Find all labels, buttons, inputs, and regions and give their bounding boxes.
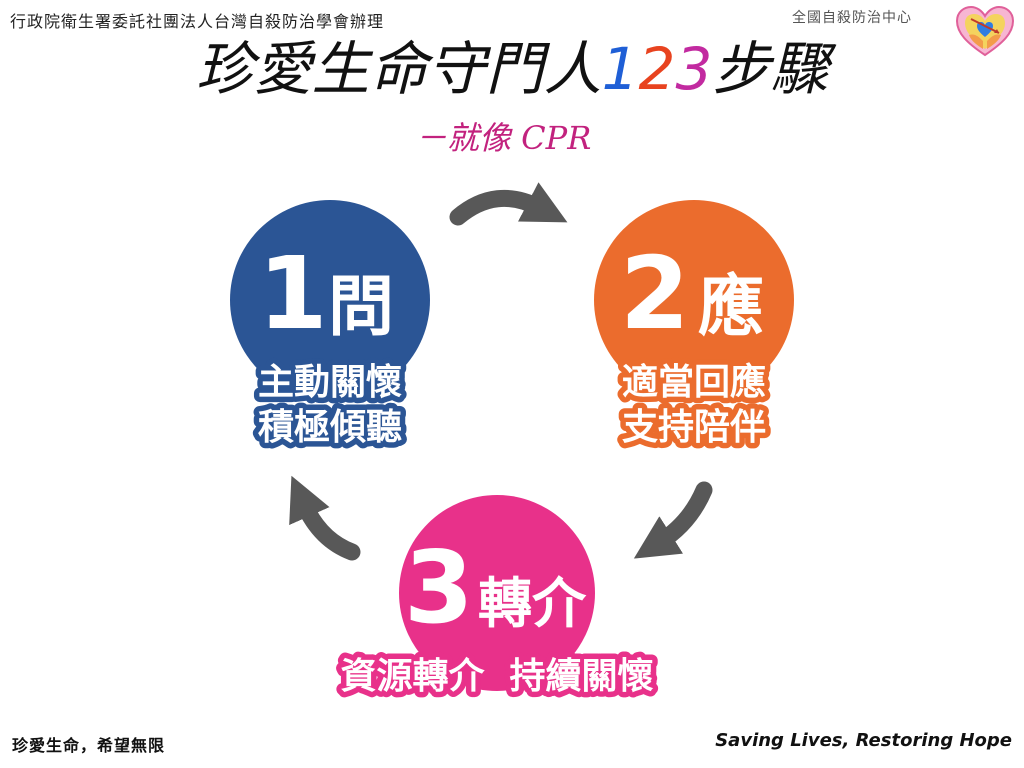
step-3-circle [399, 495, 595, 691]
step-3-number: 3 [404, 529, 474, 646]
step-2-line-1: 適當回應 [622, 361, 766, 403]
step-2-line-2: 支持陪伴 [622, 407, 766, 448]
step-1-line-1: 主動關懷 [258, 362, 402, 403]
title-suffix: 步驟 [712, 35, 829, 103]
step-3-word: 轉介 [478, 572, 587, 635]
footer-slogan-english: Saving Lives, Restoring Hope [715, 730, 1012, 751]
step-3: 3 轉介 資源轉介 持續關懷 [335, 495, 659, 703]
step-1: 1 問 主動關懷 積極傾聽 [230, 200, 430, 454]
title-digit-3: 3 [675, 35, 713, 103]
arrow-step2-to-step3-icon [633, 481, 713, 559]
arrow-step1-to-step2-icon [449, 182, 568, 226]
center-name: 全國自殺防治中心 [792, 10, 912, 26]
step-3-line-1: 資源轉介 持續關懷 [340, 656, 653, 697]
heart-hands-logo-icon [955, 5, 1015, 57]
organizer-text: 行政院衛生署委託社團法人台灣自殺防治學會辦理 [10, 12, 385, 31]
footer-slogan-chinese: 珍愛生命，希望無限 [12, 736, 166, 755]
title-digit-1: 1 [601, 35, 639, 103]
page-subtitle: －就像 CPR [415, 119, 592, 157]
page-title: 珍愛生命守門人123步驟 [0, 35, 1024, 103]
step-2-number: 2 [620, 235, 690, 352]
arrow-step3-to-step1-icon [289, 475, 361, 561]
step-2-circle [594, 200, 794, 400]
step-1-line-2: 積極傾聽 [258, 407, 402, 448]
step-1-circle [230, 200, 430, 400]
step-1-number: 1 [258, 235, 328, 352]
title-main: 珍愛生命守門人 [195, 35, 602, 103]
step-1-word: 問 [328, 268, 394, 345]
step-2: 2 應 適當回應 支持陪伴 [594, 200, 794, 454]
title-digit-2: 2 [638, 35, 676, 103]
step-2-word: 應 [698, 268, 764, 345]
